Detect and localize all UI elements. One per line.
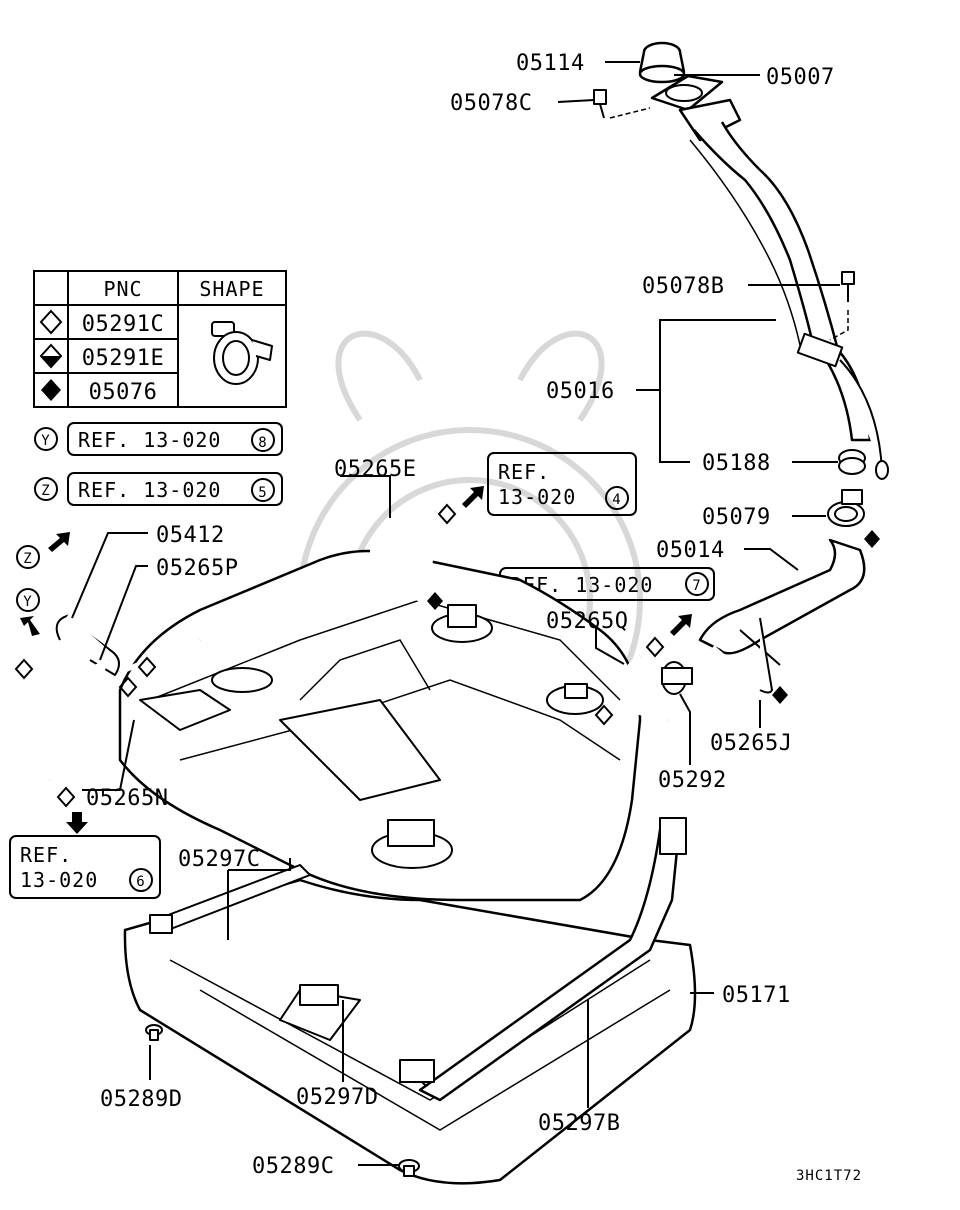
bolt-05078B (829, 271, 855, 341)
label-05078C: 05078C (450, 91, 532, 116)
marker-05291C-icon (118, 676, 138, 698)
leader-lines (71, 61, 840, 1166)
svg-text:13-020: 13-020 (498, 485, 576, 509)
label-05007: 05007 (766, 65, 835, 90)
label-05265J: 05265J (710, 731, 792, 756)
svg-text:13-020: 13-020 (20, 868, 98, 892)
label-05171: 05171 (722, 983, 791, 1008)
diamond-outline-icon (39, 309, 63, 335)
label-05297C: 05297C (178, 847, 260, 872)
legend-table: PNC SHAPE 05291C 05291E 05076 (33, 270, 287, 408)
ref-4: REF. 13-020 4 (487, 452, 637, 516)
svg-text:Y: Y (23, 594, 32, 610)
label-05078B: 05078B (642, 274, 724, 299)
label-05265N: 05265N (86, 786, 168, 811)
marker-05291C-icon (437, 503, 457, 525)
hose-05265P (119, 637, 201, 675)
legend-header-pnc: PNC (103, 277, 142, 301)
svg-text:8: 8 (258, 435, 267, 451)
label-05289D: 05289D (100, 1087, 182, 1112)
tank-strap-05297C (149, 864, 311, 934)
figure-code: 3HC1T72 (796, 1168, 862, 1184)
label-05297B: 05297B (538, 1111, 620, 1136)
hose-05265Q (619, 654, 669, 723)
label-05016: 05016 (546, 379, 615, 404)
clamp-05079 (827, 489, 865, 527)
fuel-cap (638, 41, 686, 84)
hose-05014 (698, 538, 866, 694)
label-05014: 05014 (656, 538, 725, 563)
arrow-z: Z (16, 532, 70, 569)
label-05412: 05412 (156, 523, 225, 548)
filler-neck-pipe (678, 98, 889, 480)
marker-05291C-icon (137, 656, 157, 678)
label-05114: 05114 (516, 51, 585, 76)
ref-z-text: REF. 13-020 (78, 478, 221, 502)
label-05289C: 05289C (252, 1154, 334, 1179)
label-05265Q: 05265Q (546, 609, 628, 634)
legend-header-shape: SHAPE (199, 277, 264, 301)
label-05188: 05188 (702, 451, 771, 476)
arrow-to-ref4 (462, 486, 484, 508)
diamond-solid-icon (41, 379, 61, 401)
bolt-05078C (593, 89, 651, 119)
marker-05291C-icon (645, 636, 665, 658)
hose-05265E (370, 509, 437, 607)
svg-text:REF.: REF. (20, 843, 72, 867)
label-05292: 05292 (658, 768, 727, 793)
hose-clamp-shape-icon (211, 321, 273, 385)
ref-6: REF. 13-020 6 (9, 835, 161, 899)
svg-text:Z: Z (23, 551, 32, 567)
marker-05291C-icon (56, 786, 76, 808)
label-05265P: 05265P (156, 556, 238, 581)
ref-y-text: REF. 13-020 (78, 428, 221, 452)
marker-05076-icon (864, 530, 880, 548)
arrow-to-ref6 (66, 812, 88, 834)
svg-text:5: 5 (258, 485, 267, 501)
tank-strap-05297B (418, 817, 687, 1102)
svg-text:Y: Y (41, 433, 50, 449)
marker-05076-icon (772, 686, 788, 704)
ref-z: Z REF. 13-020 5 (34, 472, 283, 506)
filler-hose-clamp-05188 (838, 449, 866, 475)
rivet-05289D (145, 1024, 163, 1041)
legend-pnc-3: 05076 (89, 380, 158, 405)
svg-text:4: 4 (612, 492, 621, 508)
filler-gasket (650, 74, 724, 112)
tank-strap-05297D (299, 984, 435, 1083)
tank-under-cover (123, 878, 697, 1185)
legend-pnc-2: 05291E (82, 346, 164, 371)
svg-text:Z: Z (41, 483, 50, 499)
svg-text:6: 6 (136, 874, 145, 890)
marker-05291E-icon (427, 592, 443, 610)
diamond-half-icon (39, 343, 63, 369)
label-05079: 05079 (702, 505, 771, 530)
label-05297D: 05297D (296, 1085, 378, 1110)
arrow-to-ref7 (670, 614, 692, 636)
legend-pnc-1: 05291C (82, 312, 164, 337)
marker-05291C-icon (594, 704, 614, 726)
rivet-05289C (398, 1159, 420, 1177)
arrow-y: Y (16, 588, 40, 636)
svg-text:7: 7 (692, 578, 701, 594)
hose-05265N (45, 657, 112, 781)
hose-05412 (55, 612, 132, 676)
label-05265E: 05265E (334, 457, 416, 482)
hose-05265J (709, 645, 763, 693)
ref-y: Y REF. 13-020 8 (34, 422, 283, 456)
connector-05292 (661, 661, 693, 695)
marker-05291C-icon (14, 658, 34, 680)
svg-text:REF.: REF. (498, 460, 550, 484)
